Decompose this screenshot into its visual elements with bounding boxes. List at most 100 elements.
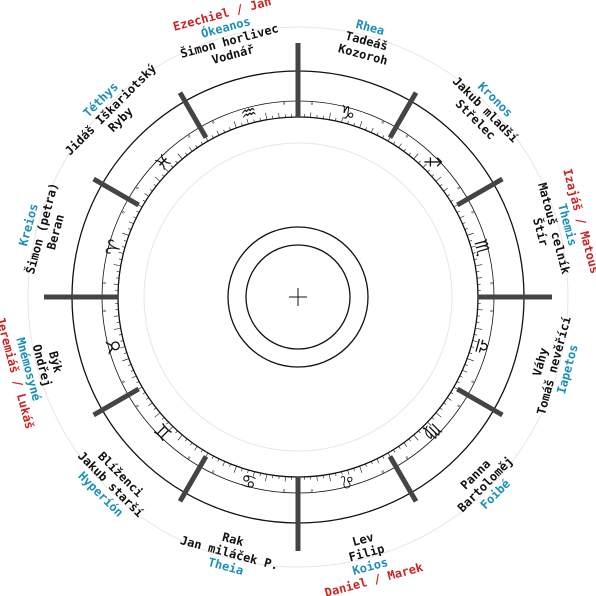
degree-tick — [233, 466, 237, 473]
sector-boundary — [177, 91, 209, 139]
degree-tick — [149, 189, 153, 192]
degree-tick — [136, 381, 140, 384]
degree-tick — [113, 264, 121, 267]
band-minor-mark: ° — [379, 465, 385, 474]
degree-tick — [422, 163, 427, 168]
degree-tick — [450, 199, 454, 202]
degree-tick — [161, 174, 165, 177]
degree-tick — [185, 152, 188, 156]
sector-boundary — [92, 386, 140, 418]
degree-tick — [469, 352, 473, 354]
degree-tick — [376, 458, 380, 464]
band-minor-mark: ° — [485, 281, 494, 287]
degree-tick — [382, 135, 385, 139]
sign-name: Štír — [530, 216, 552, 248]
degree-tick — [142, 199, 146, 202]
degree-tick — [278, 112, 280, 119]
degree-tick — [359, 121, 363, 128]
degree-tick — [211, 135, 214, 139]
degree-tick — [422, 426, 426, 429]
degree-tick — [247, 469, 249, 473]
degree-tick — [195, 145, 198, 148]
degree-tick — [459, 215, 465, 219]
degree-tick — [265, 112, 268, 120]
zodiac-glyph-icon: ♐ — [419, 150, 445, 176]
degree-tick — [476, 277, 483, 279]
degree-tick — [470, 245, 476, 248]
band-minor-mark: ° — [466, 210, 475, 216]
degree-tick — [376, 132, 379, 136]
zodiac-glyph-icon: ♏ — [469, 237, 493, 258]
band-minor-mark: ° — [102, 307, 111, 313]
degree-tick — [229, 463, 231, 467]
degree-tick — [217, 458, 220, 462]
degree-tick — [128, 364, 132, 366]
degree-tick — [265, 474, 268, 482]
degree-tick — [223, 129, 226, 133]
degree-tick — [144, 193, 149, 197]
degree-tick — [146, 397, 149, 400]
degree-tick — [118, 251, 124, 254]
degree-tick — [431, 417, 435, 420]
degree-tick — [403, 442, 407, 447]
degree-tick — [142, 392, 146, 395]
degree-tick — [211, 455, 214, 459]
degree-tick — [427, 421, 432, 426]
degree-tick — [259, 473, 261, 477]
degree-tick — [128, 221, 134, 225]
degree-tick — [462, 369, 468, 373]
band-minor-mark: ° — [186, 452, 195, 461]
degree-tick — [447, 397, 452, 401]
apostle-name: Jidáš Iškariotský — [62, 61, 159, 158]
degree-tick — [189, 147, 193, 152]
band-minor-mark: ° — [135, 185, 144, 194]
degree-tick — [328, 112, 331, 120]
degree-tick — [136, 210, 140, 213]
degree-tick — [474, 334, 478, 336]
degree-tick — [335, 473, 337, 477]
zodiac-glyph-icon: ♈ — [102, 237, 126, 258]
degree-tick — [447, 194, 450, 197]
sector-boundary — [177, 455, 209, 503]
degree-tick — [472, 340, 478, 343]
degree-tick — [316, 475, 318, 482]
degree-tick — [353, 468, 355, 472]
degree-tick — [175, 160, 178, 164]
band-minor-mark: ° — [282, 101, 288, 110]
degree-tick — [122, 246, 126, 248]
degree-tick — [464, 228, 468, 230]
band-minor-mark: ° — [121, 378, 130, 384]
degree-tick — [435, 412, 442, 418]
center-circle-inner — [245, 244, 351, 350]
center-circle-outer — [227, 226, 369, 368]
degree-tick — [393, 141, 396, 145]
band-minor-mark: ° — [282, 484, 288, 493]
sector-boundary — [456, 386, 504, 418]
degree-tick — [253, 119, 255, 123]
degree-tick — [133, 216, 137, 219]
band-minor-mark: ° — [485, 307, 494, 313]
degree-tick — [467, 232, 474, 236]
degree-tick — [122, 358, 129, 362]
degree-tick — [341, 471, 343, 475]
degree-tick — [398, 446, 401, 449]
degree-tick — [464, 364, 468, 366]
degree-tick — [166, 421, 169, 425]
degree-tick — [131, 375, 137, 379]
band-minor-mark: ° — [308, 101, 314, 110]
degree-tick — [169, 426, 174, 431]
zodiac-glyph-icon: ♎ — [469, 336, 493, 357]
degree-tick — [353, 122, 355, 126]
degree-tick — [200, 449, 203, 453]
degree-tick — [216, 130, 220, 136]
degree-tick — [328, 474, 331, 482]
degree-tick — [435, 176, 442, 182]
degree-tick — [241, 122, 243, 126]
degree-tick — [456, 210, 460, 213]
zodiac-glyph-icon: ♑ — [337, 101, 358, 125]
degree-tick — [370, 461, 373, 465]
